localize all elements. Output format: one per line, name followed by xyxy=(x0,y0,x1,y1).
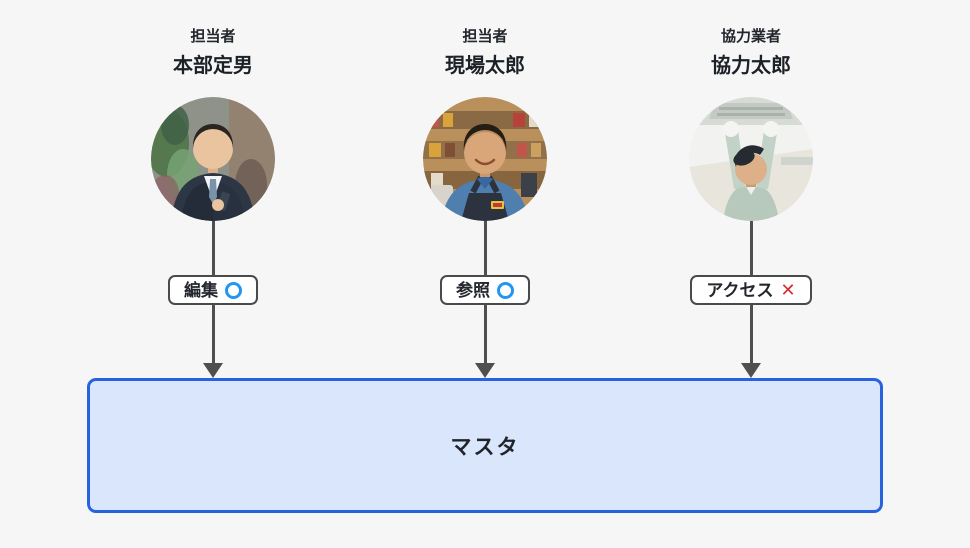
actor-role-label: 協力業者 xyxy=(720,28,781,45)
connector-line xyxy=(483,221,487,275)
connector-line xyxy=(211,221,215,275)
permission-badge-edit: 編集 xyxy=(168,275,258,305)
actor-role-label: 担当者 xyxy=(190,28,236,45)
connector-line xyxy=(749,221,753,275)
business-man-photo xyxy=(151,97,275,221)
maintenance-worker-photo xyxy=(689,97,813,221)
permission-label: 参照 xyxy=(456,280,490,300)
permission-label: アクセス xyxy=(706,280,774,300)
deny-cross-icon: ✕ xyxy=(780,280,796,300)
connector-line xyxy=(749,305,753,363)
master-box-label: マスタ xyxy=(450,435,520,459)
actor-name: 現場太郎 xyxy=(445,55,525,77)
actor-name: 本部定男 xyxy=(173,55,253,77)
actor-column-kyoryoku: 協力業者 協力太郎 xyxy=(641,0,861,378)
arrow-down-icon xyxy=(741,363,761,378)
permission-label: 編集 xyxy=(184,280,218,300)
master-box: マスタ xyxy=(87,378,883,513)
arrow-down-icon xyxy=(475,363,495,378)
allow-circle-icon xyxy=(497,281,514,299)
actor-role-label: 担当者 xyxy=(462,28,508,45)
connector-line xyxy=(483,305,487,363)
actor-name: 協力太郎 xyxy=(711,55,791,77)
allow-circle-icon xyxy=(225,281,242,299)
arrow-down-icon xyxy=(203,363,223,378)
connector-line xyxy=(211,305,215,363)
actor-column-genba: 担当者 現場太郎 xyxy=(375,0,595,378)
permission-badge-access: アクセス ✕ xyxy=(690,275,812,305)
permission-badge-view: 参照 xyxy=(440,275,530,305)
actor-column-honbu: 担当者 本部定男 xyxy=(103,0,323,378)
store-staff-photo xyxy=(423,97,547,221)
